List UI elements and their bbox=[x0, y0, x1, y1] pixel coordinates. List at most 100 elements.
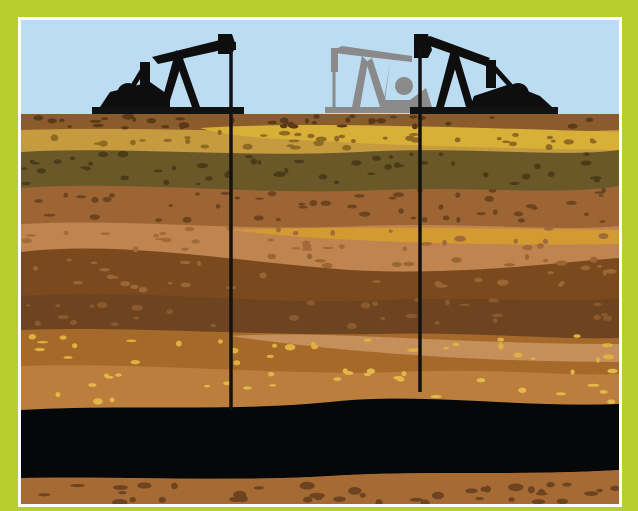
pebble bbox=[59, 335, 67, 340]
pebble bbox=[267, 253, 277, 260]
pebble bbox=[26, 304, 31, 307]
pebble bbox=[512, 132, 519, 137]
pebble bbox=[502, 140, 511, 144]
pebble bbox=[603, 354, 615, 360]
pebble bbox=[175, 340, 182, 347]
pebble bbox=[314, 494, 323, 501]
pebble bbox=[597, 264, 602, 268]
pebble bbox=[237, 495, 248, 503]
pebble bbox=[245, 155, 254, 159]
pebble bbox=[91, 196, 99, 203]
pebble bbox=[454, 137, 461, 143]
pebble bbox=[522, 244, 533, 251]
pebble bbox=[309, 200, 318, 207]
pebble bbox=[476, 212, 486, 216]
pebble bbox=[484, 195, 494, 202]
pebble bbox=[334, 180, 339, 185]
pebble bbox=[601, 187, 606, 193]
pebble bbox=[284, 344, 296, 351]
pebble bbox=[153, 169, 163, 173]
pebble bbox=[530, 357, 536, 360]
pebble bbox=[412, 123, 418, 130]
pebble bbox=[171, 482, 178, 490]
pebble bbox=[372, 280, 381, 283]
pebble bbox=[100, 232, 111, 236]
pebble bbox=[573, 334, 581, 338]
pebble bbox=[118, 491, 127, 495]
pebble bbox=[368, 118, 374, 125]
pebble bbox=[34, 347, 46, 352]
pebble bbox=[583, 152, 590, 156]
pebble bbox=[43, 213, 56, 217]
pebble bbox=[122, 113, 135, 120]
pebble bbox=[166, 309, 173, 315]
pebble bbox=[489, 116, 495, 119]
pebble bbox=[480, 486, 488, 492]
pebble bbox=[191, 239, 200, 244]
pebble bbox=[153, 233, 159, 238]
pebble bbox=[545, 144, 553, 151]
bedrock bbox=[21, 470, 619, 504]
pebble bbox=[388, 229, 393, 233]
pebble bbox=[72, 343, 78, 349]
pebble bbox=[180, 282, 191, 288]
pebble bbox=[375, 499, 383, 504]
pebble bbox=[272, 173, 283, 177]
pebble bbox=[409, 497, 424, 502]
pebble bbox=[63, 356, 73, 359]
pebble bbox=[345, 117, 351, 123]
pebble bbox=[513, 352, 523, 358]
pebble bbox=[267, 191, 277, 197]
pebble bbox=[517, 218, 526, 223]
pebble bbox=[535, 492, 548, 496]
pebble bbox=[607, 399, 616, 405]
pebble bbox=[184, 136, 191, 140]
pebble bbox=[292, 231, 299, 236]
pebble bbox=[567, 123, 578, 129]
pebble bbox=[590, 139, 597, 144]
pebble bbox=[488, 189, 497, 193]
pebble bbox=[113, 276, 119, 279]
pebble bbox=[382, 136, 388, 140]
pebble bbox=[294, 132, 302, 137]
pebble bbox=[491, 313, 503, 317]
pebble bbox=[398, 208, 404, 214]
pebble bbox=[333, 496, 346, 503]
pebble bbox=[376, 118, 386, 124]
bedrock-pebbles bbox=[38, 481, 619, 504]
pebble bbox=[36, 168, 47, 174]
pebble bbox=[542, 238, 549, 245]
pebble bbox=[465, 488, 478, 494]
pebble bbox=[410, 216, 417, 220]
pebble bbox=[546, 482, 555, 488]
pebble bbox=[34, 199, 43, 203]
pebble bbox=[250, 158, 257, 165]
pebble bbox=[497, 279, 509, 286]
pebble bbox=[601, 343, 614, 348]
pebble bbox=[181, 247, 189, 251]
pebble bbox=[205, 176, 213, 181]
pebble bbox=[284, 167, 289, 174]
pebble bbox=[67, 125, 72, 128]
pebble bbox=[184, 226, 195, 232]
pebble bbox=[559, 281, 565, 285]
pebble bbox=[455, 192, 461, 198]
pebble bbox=[599, 220, 606, 223]
pebble bbox=[253, 486, 264, 490]
pebble bbox=[26, 234, 36, 237]
pebble bbox=[138, 287, 148, 293]
pebble bbox=[33, 115, 44, 121]
pebble bbox=[496, 137, 502, 141]
pebble bbox=[445, 299, 450, 306]
ground-pad-left bbox=[92, 107, 244, 114]
pebble bbox=[269, 384, 277, 387]
pebble bbox=[531, 499, 546, 504]
pebble bbox=[179, 260, 191, 265]
pebble bbox=[168, 204, 174, 207]
pebble bbox=[459, 303, 470, 306]
pebble bbox=[589, 256, 598, 263]
pebble bbox=[50, 134, 58, 141]
pebble bbox=[57, 315, 69, 320]
ground-pad-right bbox=[410, 107, 558, 114]
